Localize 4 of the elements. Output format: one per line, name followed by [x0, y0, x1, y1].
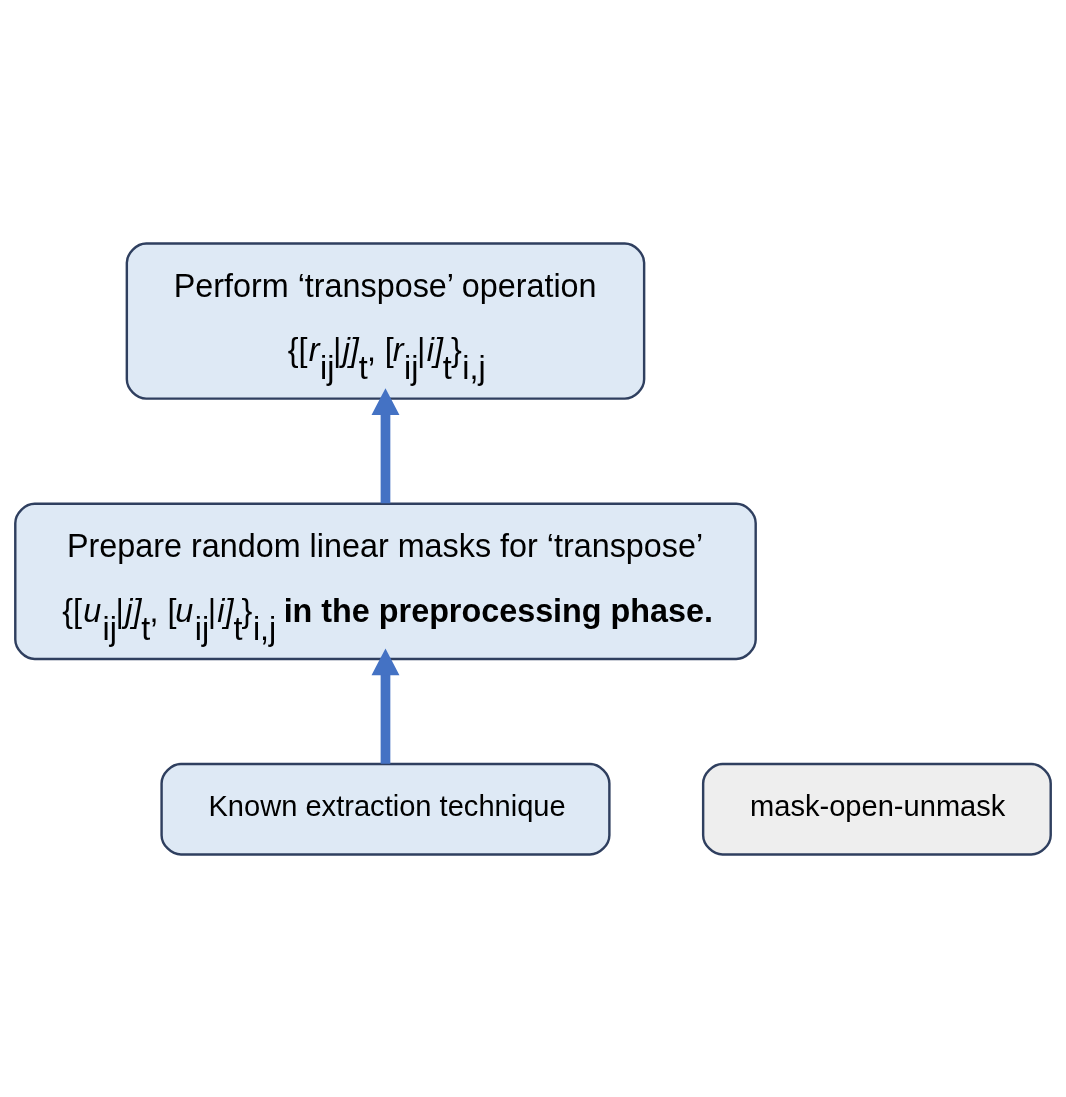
node-box: Known extraction technique [160, 762, 611, 856]
arrow [371, 387, 400, 503]
node-box: mask-open-unmask [701, 762, 1052, 856]
arrow [371, 648, 400, 764]
